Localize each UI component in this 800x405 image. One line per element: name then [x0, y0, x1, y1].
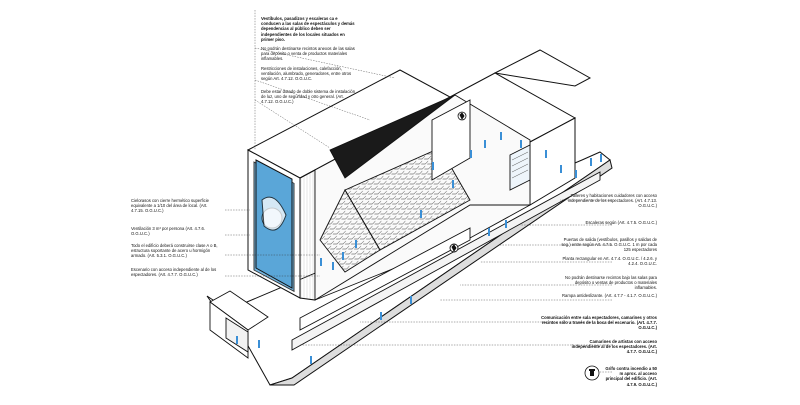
- people: [236, 132, 602, 364]
- annotation-right-1: Talleres y habitaciones cuidadores con a…: [567, 193, 657, 209]
- basement-band: [291, 171, 601, 351]
- annotation-left-3: Todo el edificio deberá construirse clas…: [131, 243, 218, 259]
- annotation-right-3: Puertas de salida (vestíbulos, pasillos …: [561, 237, 657, 253]
- annotation-left-2: Ventilación 3 m³ por persona (Art. 4.7.6…: [131, 226, 206, 237]
- fly-tower: [246, 69, 452, 301]
- annotation-right-2: Escaleras según (Art. 4.7.5. O.G.U.C.): [585, 220, 657, 225]
- annotation-left-1: Cielorasos con cierre hermético superfic…: [131, 198, 209, 214]
- auditorium-section: [314, 94, 531, 301]
- annotation-right-9: Grifo contra incendio a 50 m aprox. al a…: [605, 366, 657, 387]
- annotation-right-8: Camarines de artistas con acceso indepen…: [571, 339, 657, 355]
- leader-lines: [225, 10, 612, 373]
- annotation-right-5: No podrán destinarse recintos bajo las s…: [565, 275, 657, 291]
- lobby-volume: [209, 290, 269, 359]
- annotation-top-4: Debe estar dotado de doble sistema de in…: [261, 89, 356, 105]
- annotation-right-7: Comunicación entre sala espectadores, ca…: [541, 315, 657, 331]
- ceiling-reflector: [329, 94, 456, 179]
- rear-volume: [448, 49, 592, 206]
- annotation-right-4: Planta rectangular en Art. 4.7.4. O.G.U.…: [562, 256, 658, 267]
- annotation-top-2: No podrán destinarse recintos anexos de …: [261, 46, 355, 62]
- annotation-right-6: Rampa antideslizante. (Art. 4.7.7 - 4.1.…: [562, 293, 657, 298]
- annotation-left-4: Escenario con acceso independiente al de…: [131, 267, 217, 278]
- hydrant-icon: [584, 365, 600, 381]
- annotation-top-1: Vestíbulos, pasadizos y escaleras ca e c…: [261, 16, 355, 42]
- annotation-top-3: Restricciones de instalaciones, calefacc…: [261, 66, 352, 82]
